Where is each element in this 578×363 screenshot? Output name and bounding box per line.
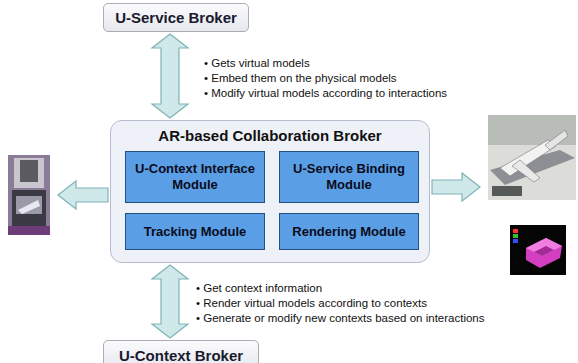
box-label: U-Service Broker (115, 9, 237, 26)
device-photo (8, 155, 50, 235)
broker-box: U-Context Broker (103, 340, 259, 363)
box-label: U-Context Interface Module (132, 161, 258, 193)
module-box: Tracking Module (125, 213, 265, 250)
module-box: U-Service Binding Module (279, 151, 419, 203)
broker-box: U-Service Broker (103, 3, 249, 32)
box-label: U-Context Broker (119, 347, 243, 363)
group-title: AR-based Collaboration Broker (111, 127, 429, 144)
bullet-note: • Generate or modify new contexts based … (196, 311, 485, 325)
box-label: U-Service Binding Module (286, 161, 412, 193)
bullet-note: • Gets virtual models (204, 56, 310, 70)
broker-group: AR-based Collaboration BrokerU-Context I… (110, 120, 430, 263)
double-arrow (152, 34, 188, 118)
double-arrow (152, 265, 188, 338)
bullet-note: • Embed them on the physical models (204, 71, 397, 85)
ar-scene-image (488, 115, 576, 200)
module-box: Rendering Module (279, 213, 419, 250)
module-box: U-Context Interface Module (125, 151, 265, 203)
bullet-note: • Render virtual models according to con… (196, 296, 427, 310)
box-label: Rendering Module (292, 224, 405, 240)
bullet-note: • Get context information (196, 281, 322, 295)
side-arrow (432, 173, 480, 201)
virtual-model-image (510, 225, 566, 275)
bullet-note: • Modify virtual models according to int… (204, 86, 447, 100)
side-arrow (58, 181, 108, 209)
box-label: Tracking Module (144, 224, 247, 240)
